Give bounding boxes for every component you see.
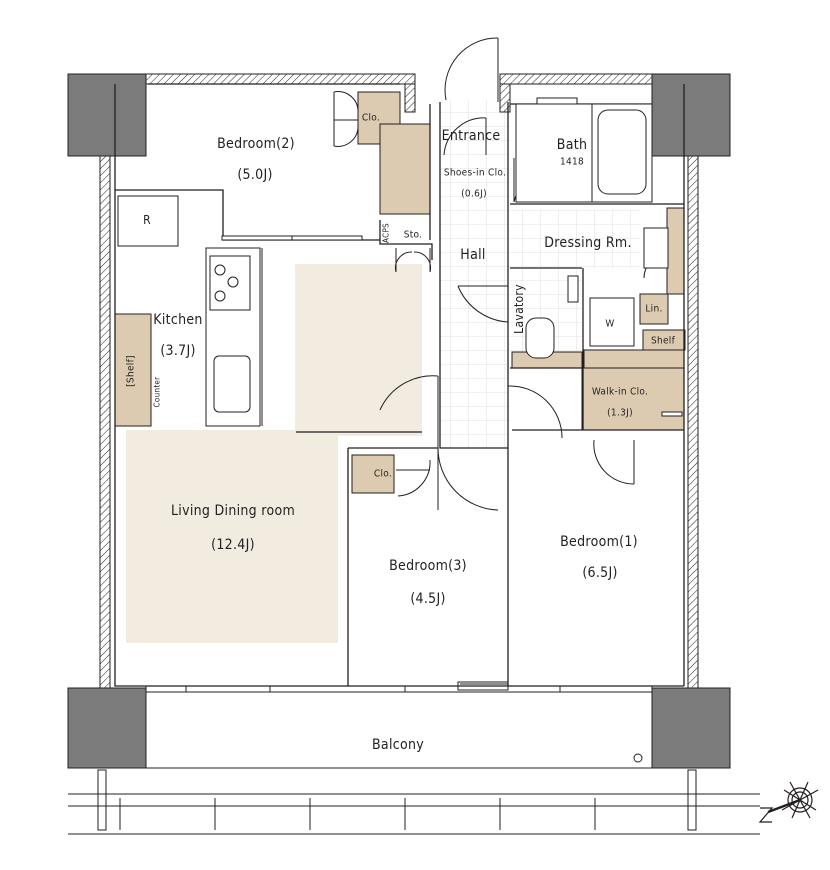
refrigerator-label: R <box>143 213 151 227</box>
window-lines <box>145 681 653 693</box>
living-floor <box>126 264 422 643</box>
closet-b2-label: Clo. <box>361 112 381 124</box>
kitchen-shelf-label: [Shelf] <box>125 355 137 387</box>
lavatory-name: Lavatory <box>512 284 526 334</box>
storage-label: Sto. <box>403 229 423 241</box>
bath-size: 1418 <box>559 156 585 168</box>
walkin-name: Walk-in Clo. <box>591 386 649 398</box>
hall-name: Hall <box>460 247 486 263</box>
structural-columns <box>67 73 731 769</box>
shelf-label: Shelf <box>650 335 676 347</box>
bedroom1-name: Bedroom(1) <box>560 534 638 550</box>
walkin-size: (1.3J) <box>607 407 633 419</box>
living-name: Living Dining room <box>170 503 296 519</box>
dressing-name: Dressing Rm. <box>544 235 632 251</box>
bath-fixtures <box>515 97 669 359</box>
closet-b3-label: Clo. <box>373 468 393 480</box>
bedroom3-size: (4.5J) <box>410 591 446 607</box>
shoes-closet-name: Shoes-in Clo. <box>443 167 507 179</box>
bath-name: Bath <box>556 137 588 153</box>
bedroom3-name: Bedroom(3) <box>389 558 467 574</box>
hall-tiles <box>440 100 640 448</box>
bedroom2-name: Bedroom(2) <box>217 136 295 152</box>
bedroom1-size: (6.5J) <box>582 565 618 581</box>
kitchen-fixtures <box>117 195 263 427</box>
shoes-closet-size: (0.6J) <box>461 188 487 200</box>
balcony-name: Balcony <box>371 737 425 753</box>
acps-label: ACPS <box>381 223 391 243</box>
kitchen-size: (3.7J) <box>160 343 196 359</box>
kitchen-name: Kitchen <box>153 312 203 328</box>
washer-label: W <box>605 318 615 330</box>
entrance-name: Entrance <box>441 128 501 144</box>
balcony-rail <box>68 753 760 835</box>
living-size: (12.4J) <box>211 537 255 553</box>
counter-label: Counter <box>152 376 162 408</box>
storage-fills <box>114 91 686 494</box>
compass-rose-icon <box>758 781 819 823</box>
bedroom2-size: (5.0J) <box>237 167 273 183</box>
linen-label: Lin. <box>645 303 663 315</box>
sliding-doors <box>221 235 683 417</box>
